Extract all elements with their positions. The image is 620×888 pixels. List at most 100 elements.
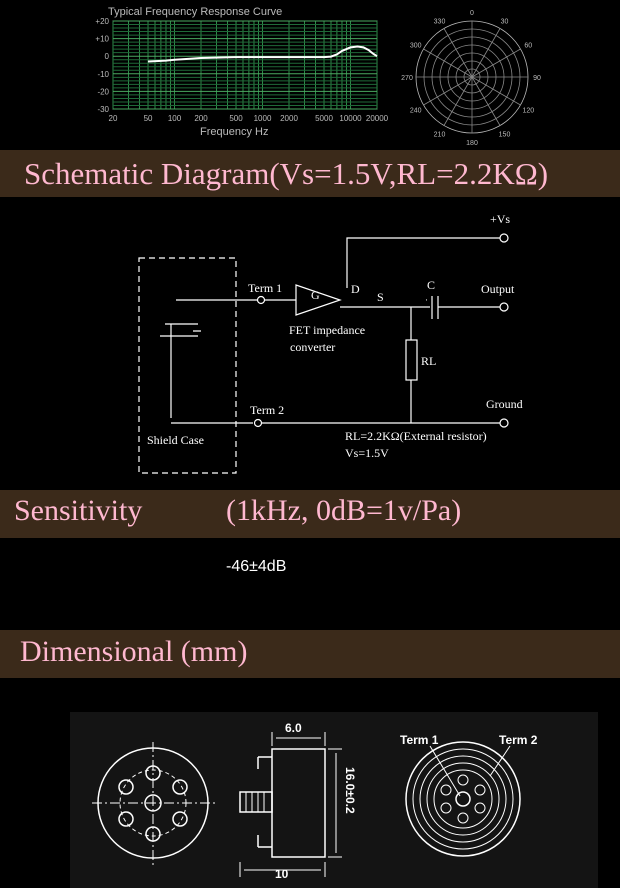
polar-angle-label: 150 — [499, 131, 511, 138]
polar-grid: 330 0 30 60 90 120 150 180 210 240 270 300 — [401, 10, 541, 147]
sensitivity-params: (1kHz, 0dB=1v/Pa) — [226, 494, 462, 527]
x-tick-label: 2000 — [280, 114, 298, 123]
polar-angle-label: 0 — [470, 10, 474, 17]
term1-leader — [429, 745, 461, 797]
polar-spoke — [471, 76, 501, 126]
front-hole-lower-left — [118, 811, 134, 827]
term2-terminal — [253, 418, 263, 428]
front-hole-upper-left — [118, 779, 134, 795]
frequency-response-chart: Typical Frequency Response Curve +20 +10 0… — [95, 6, 389, 138]
polar-spoke — [423, 48, 473, 78]
sensitivity-section-band — [0, 490, 620, 538]
x-tick-label: 50 — [144, 114, 153, 123]
span-dimension-text: 10 — [275, 867, 289, 881]
back-center-hole — [455, 791, 471, 807]
x-tick-label: 500 — [229, 114, 243, 123]
back-term1-label: Term 1 — [400, 733, 439, 747]
y-tick-label: 0 — [105, 52, 110, 61]
capacitor-plus: · — [425, 295, 428, 305]
back-ring-3 — [426, 762, 500, 836]
rl-label: RL — [421, 354, 436, 368]
back-ring-4 — [433, 769, 493, 829]
back-hole-c — [440, 784, 452, 796]
polar-pattern-chart: 330 0 30 60 90 120 150 180 210 240 270 300 — [401, 10, 541, 147]
chart-y-ticks: +20+100-10-20-30 — [95, 17, 109, 114]
span-dimension-line — [239, 862, 326, 877]
output-terminal — [499, 302, 509, 312]
shield-case-box — [138, 257, 237, 474]
response-curve-line — [147, 45, 378, 63]
rl-note: RL=2.2KΩ(External resistor) — [345, 429, 487, 443]
y-tick-label: -20 — [97, 87, 109, 96]
back-outer-circle — [405, 741, 521, 857]
schematic-diagram: +Vs Output Ground Term 1 Term 2 G D S C … — [138, 212, 523, 474]
polar-angle-label: 90 — [533, 75, 541, 82]
dimensional-drawing: 6.0 10 16.0±0.2 Term 1 Term 2 — [70, 712, 598, 888]
polar-angle-label: 180 — [466, 140, 478, 147]
polar-angle-label: 30 — [501, 19, 509, 26]
height-dimension-line — [271, 732, 326, 746]
diameter-dimension-text: 16.0±0.2 — [343, 767, 357, 814]
fet-label-line2: converter — [290, 340, 335, 354]
back-hole-a — [457, 774, 469, 786]
diameter-dimension-line — [328, 748, 342, 858]
polar-spoke — [443, 28, 473, 78]
polar-spoke — [471, 76, 521, 106]
chart-plot-area — [112, 20, 378, 110]
vs-terminal — [499, 233, 509, 243]
back-view — [405, 741, 521, 857]
polar-angle-label: 120 — [522, 108, 534, 115]
back-ring-2 — [419, 755, 507, 843]
back-ring-1 — [412, 748, 514, 850]
polar-spoke — [443, 76, 473, 126]
y-tick-label: +20 — [95, 17, 109, 26]
drain-label: D — [351, 282, 360, 296]
polar-angle-label: 300 — [410, 43, 422, 50]
y-tick-label: -30 — [97, 105, 109, 114]
capsule-symbol — [160, 323, 201, 418]
chart-title: Typical Frequency Response Curve — [108, 6, 282, 18]
schematic-section-band — [0, 150, 620, 197]
front-view — [92, 742, 215, 867]
gate-label: G — [311, 288, 320, 302]
sensitivity-section-title: Sensitivity — [14, 494, 143, 527]
side-grille — [239, 791, 273, 813]
y-tick-label: +10 — [95, 35, 109, 44]
chart-grid — [112, 20, 378, 110]
back-hole-b — [457, 812, 469, 824]
x-tick-label: 10000 — [339, 114, 362, 123]
polar-angle-label: 60 — [524, 43, 532, 50]
x-tick-label: 100 — [168, 114, 182, 123]
back-term2-label: Term 2 — [499, 733, 538, 747]
rl-resistor — [405, 339, 418, 381]
polar-angle-label: 330 — [434, 19, 446, 26]
dimensional-section-band — [0, 630, 620, 678]
side-view — [239, 732, 342, 877]
x-tick-label: 20000 — [366, 114, 389, 123]
x-tick-label: 20 — [109, 114, 118, 123]
height-dimension-text: 6.0 — [285, 721, 302, 735]
shield-case-label: Shield Case — [147, 433, 204, 447]
polar-spoke — [423, 76, 473, 106]
polar-angle-label: 240 — [410, 108, 422, 115]
x-tick-label: 5000 — [315, 114, 333, 123]
polar-spoke — [471, 48, 521, 78]
back-hole-d — [474, 784, 486, 796]
polar-spoke — [471, 28, 501, 78]
term1-label: Term 1 — [248, 281, 282, 295]
x-tick-label: 200 — [194, 114, 208, 123]
polar-angle-label: 210 — [434, 131, 446, 138]
front-hole-upper-right — [172, 779, 188, 795]
drain-wire — [346, 237, 500, 288]
term2-leader — [489, 745, 511, 777]
term2-label: Term 2 — [250, 403, 284, 417]
fet-label-line1: FET impedance — [289, 323, 365, 337]
sensitivity-value: -46±4dB — [226, 558, 287, 575]
back-hole-f — [474, 802, 486, 814]
side-pins — [257, 756, 272, 848]
dimensional-section-title: Dimensional (mm) — [20, 635, 248, 668]
polar-angle-label: 270 — [401, 75, 413, 82]
ground-label: Ground — [486, 397, 523, 411]
vs-note: Vs=1.5V — [345, 446, 389, 460]
fet-triangle — [295, 284, 342, 316]
